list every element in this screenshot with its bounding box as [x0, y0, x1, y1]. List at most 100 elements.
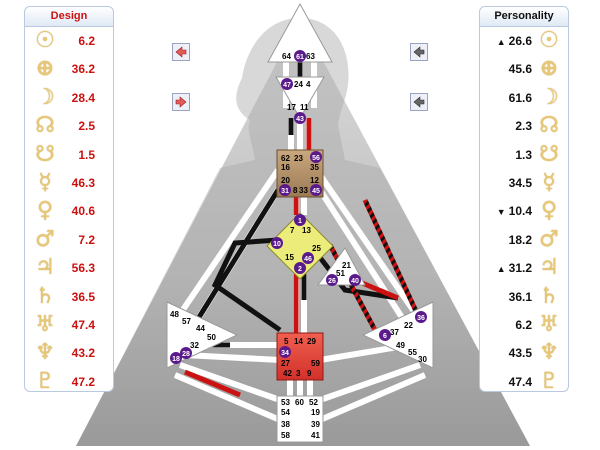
personality-row-jupiter: ♃▲31.2: [480, 255, 568, 281]
design-panel: Design ☉6.2⊕36.2☽28.4☊2.5☋1.5☿46.3♀40.6♂…: [24, 6, 114, 394]
gate-46: 46: [304, 256, 312, 263]
arrow-left-icon: [413, 46, 425, 58]
personality-row-sun: ☉ ▲26.6: [480, 28, 568, 54]
design-value: 28.4: [72, 85, 95, 111]
design-value-text: 36.5: [71, 289, 95, 304]
gate-11: 11: [300, 103, 309, 112]
design-prev-button[interactable]: [172, 43, 190, 61]
gate-61: 61: [296, 54, 304, 61]
venus-icon: ♀: [540, 198, 558, 224]
personality-row-neptune: ♆43.5: [480, 340, 568, 366]
design-value-text: 2.5: [78, 119, 95, 134]
gate-31: 31: [281, 188, 289, 195]
gate-26-marker: [326, 274, 338, 286]
gate-28: 28: [182, 351, 190, 358]
uranus-icon: ♅: [35, 312, 55, 337]
gate-10: 10: [273, 241, 281, 248]
design-value: 2.5: [78, 113, 95, 139]
g-center: [266, 212, 334, 280]
personality-row-moon: ☽61.6: [480, 85, 568, 111]
design-value-text: 56.3: [71, 261, 95, 276]
south-node-icon: ☋: [539, 141, 559, 167]
personality-value-text: 26.6: [508, 34, 532, 48]
gate-18-marker: [170, 352, 182, 364]
design-value-text: 6.2: [78, 34, 95, 48]
design-value-text: 40.6: [71, 204, 95, 219]
gate-23: 23: [294, 154, 303, 163]
gate-7: 7: [290, 226, 295, 235]
personality-value-text: 6.2: [515, 318, 532, 332]
design-row-earth: ⊕36.2: [25, 56, 113, 82]
personality-row-north-node: ☊2.3: [480, 113, 568, 139]
design-next-button[interactable]: [172, 93, 190, 111]
personality-value: 1.3: [515, 142, 532, 168]
arrow-left-icon: [175, 46, 187, 58]
gate-43-marker: [294, 112, 306, 124]
personality-value-text: 2.3: [515, 119, 532, 134]
gate-13: 13: [302, 226, 311, 235]
design-row-mars: ♂7.2: [25, 227, 113, 253]
sun-icon: ☉: [539, 28, 559, 53]
gate-46-marker: [302, 252, 314, 264]
arrow-right-icon: [175, 96, 187, 108]
design-row-moon: ☽28.4: [25, 85, 113, 111]
personality-value-text: 31.2: [508, 261, 532, 276]
personality-value: 47.4: [509, 369, 532, 395]
mercury-icon: ☿: [38, 170, 52, 195]
personality-value: 45.6: [509, 56, 532, 82]
design-value: 56.3: [72, 255, 95, 281]
personality-next-button[interactable]: [410, 93, 428, 111]
gate-31-marker: [279, 184, 291, 196]
personality-prev-button[interactable]: [410, 43, 428, 61]
design-row-north-node: ☊2.5: [25, 113, 113, 139]
sun-icon: ☉: [35, 28, 55, 53]
personality-value: ▲26.6: [497, 28, 532, 55]
gate-45: 45: [312, 188, 320, 195]
gate-35: 35: [310, 163, 319, 172]
design-row-sun: ☉ 6.2: [25, 28, 113, 54]
gate-59: 59: [311, 359, 320, 368]
design-value: 43.2: [72, 340, 95, 366]
design-value-text: 47.4: [71, 318, 95, 332]
gate-38: 38: [281, 420, 290, 429]
gate-1-marker: [294, 214, 306, 226]
arrow-left-icon: [413, 96, 425, 108]
neptune-icon: ♆: [35, 340, 55, 366]
design-value-text: 46.3: [71, 176, 95, 190]
gate-54: 54: [281, 408, 290, 417]
gate-28-marker: [180, 347, 192, 359]
mars-icon: ♂: [539, 226, 559, 252]
mercury-icon: ☿: [542, 170, 556, 195]
gate-8: 8: [293, 186, 298, 195]
south-node-icon: ☋: [35, 141, 55, 167]
personality-row-uranus: ♅6.2: [480, 312, 568, 338]
personality-row-earth: ⊕45.6: [480, 56, 568, 82]
gate-47-marker: [281, 78, 293, 90]
gate-47: 47: [283, 82, 291, 89]
gate-20: 20: [281, 176, 290, 185]
gate-34: 34: [281, 350, 289, 357]
gate-26: 26: [328, 278, 336, 285]
gate-29: 29: [307, 337, 316, 346]
gate-51: 51: [336, 269, 345, 278]
gate-56-marker: [310, 151, 322, 163]
personality-value: 2.3: [515, 113, 532, 139]
neptune-icon: ♆: [539, 340, 559, 366]
gate-57: 57: [182, 317, 191, 326]
design-value-text: 7.2: [78, 232, 95, 247]
gate-41: 41: [311, 431, 320, 440]
personality-value-text: 18.2: [508, 232, 532, 247]
design-value: 36.2: [72, 56, 95, 82]
personality-value: 61.6: [509, 85, 532, 111]
gate-22: 22: [404, 321, 413, 330]
personality-value-text: 34.5: [508, 176, 532, 190]
gate-39: 39: [311, 420, 320, 429]
gate-30: 30: [418, 355, 427, 364]
personality-title: Personality: [480, 7, 568, 27]
personality-value: 34.5: [509, 170, 532, 196]
design-value: 7.2: [78, 227, 95, 253]
gate-58: 58: [281, 431, 290, 440]
gate-24: 24: [294, 80, 303, 89]
gate-42: 42: [283, 369, 292, 378]
jupiter-icon: ♃: [539, 255, 559, 281]
